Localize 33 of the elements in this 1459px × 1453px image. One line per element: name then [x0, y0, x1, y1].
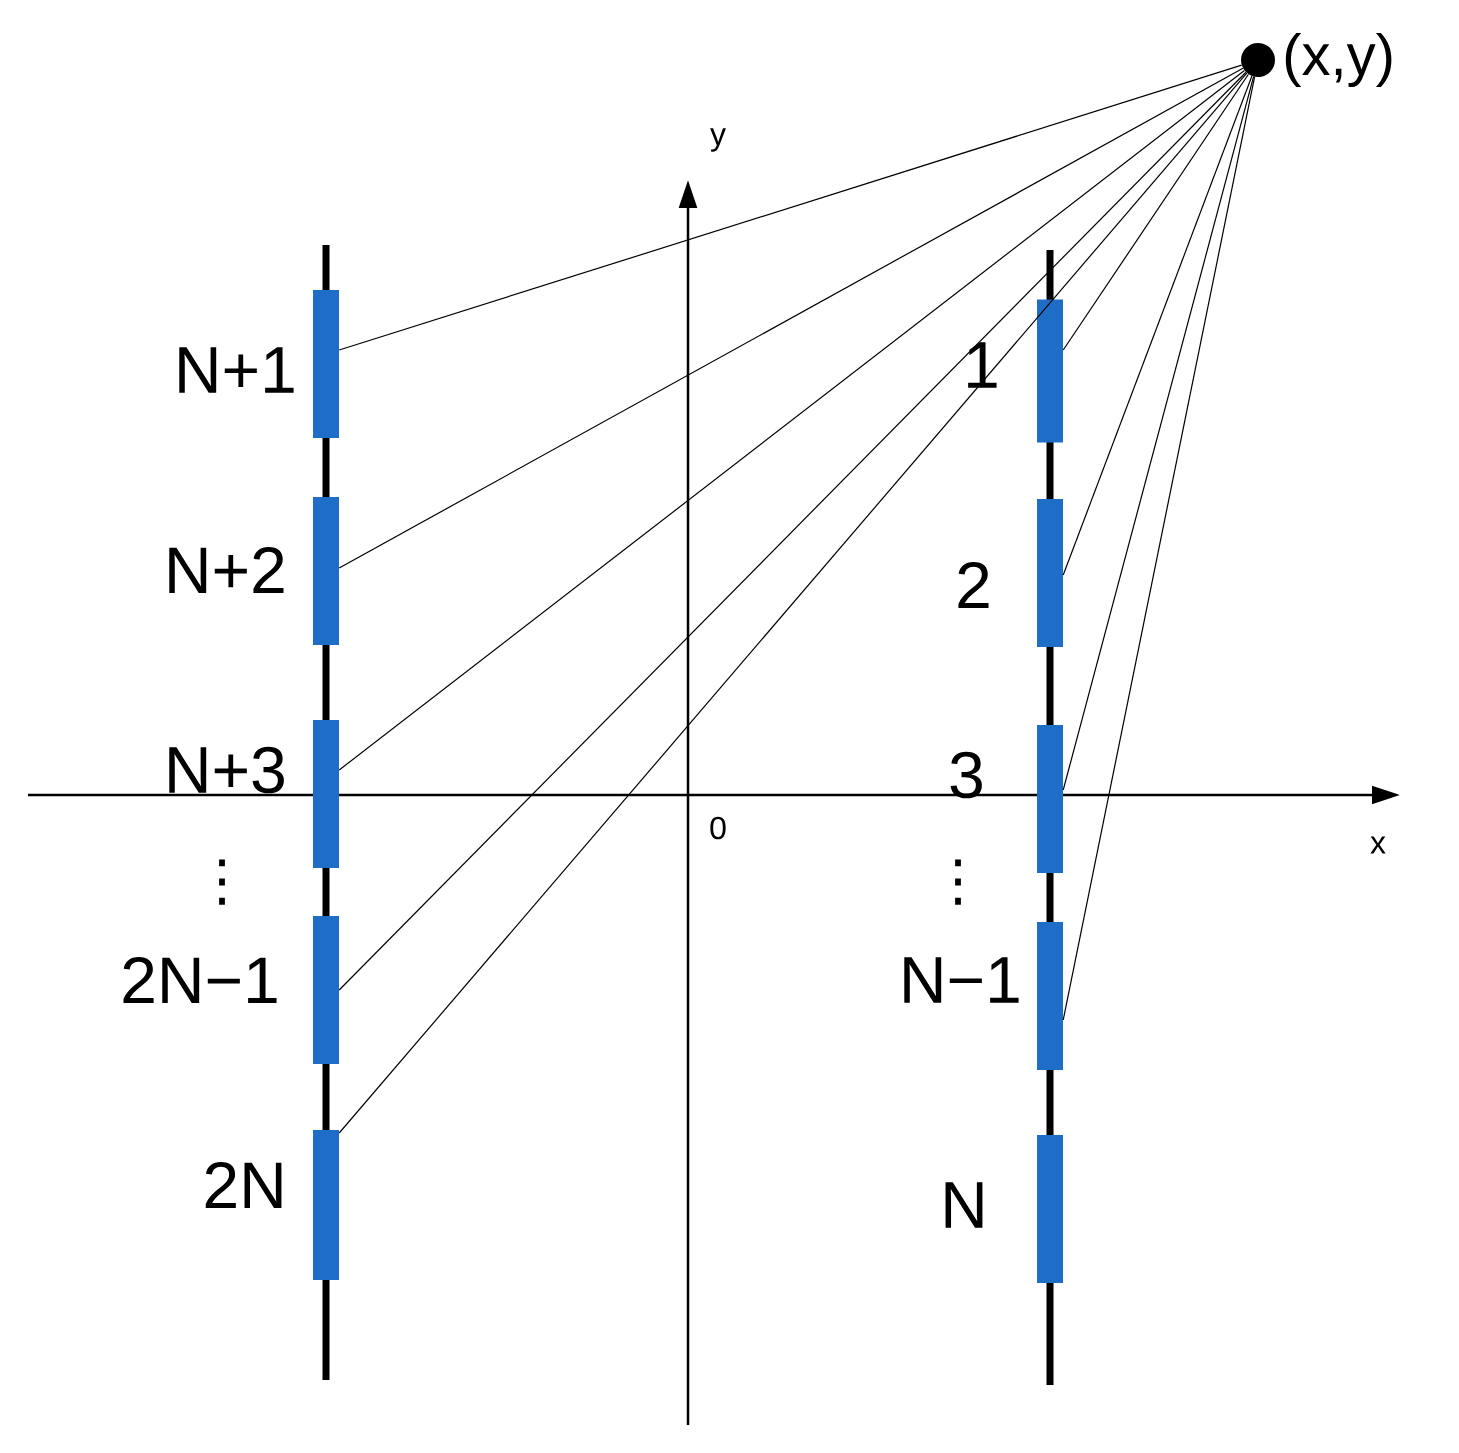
electrode-bar [1037, 725, 1063, 873]
connector-line [1062, 73, 1249, 351]
connector-line [1062, 75, 1253, 576]
ellipsis-dots: ⋮ [219, 859, 225, 905]
electrode-label: N+3 [169, 746, 284, 794]
electrode-bar [1037, 1135, 1063, 1283]
electrode-label: N−1 [904, 957, 1019, 1003]
electrode-label: 2 [958, 561, 989, 609]
point [1241, 43, 1275, 77]
electrode-bar [313, 497, 339, 645]
electrode-bar [1037, 922, 1063, 1070]
electrode-bar [1037, 299, 1063, 443]
connector-line [1062, 76, 1256, 1021]
electrode-label: N [945, 1182, 983, 1228]
connector-line [338, 67, 1244, 569]
electrode-bar [313, 1130, 339, 1280]
electrode-label: N+1 [179, 347, 294, 393]
electrode-bar [313, 290, 339, 438]
ellipsis-dots: ⋮ [955, 859, 961, 905]
electrode-bar [313, 916, 339, 1064]
electrode-bar [1037, 499, 1063, 647]
connector-line [338, 69, 1245, 771]
connector-line [338, 64, 1243, 351]
axis-label: y [710, 128, 726, 152]
origin-label: 0 [710, 816, 726, 840]
connector-line [1062, 76, 1255, 791]
electrode-label: 2N−1 [123, 956, 277, 1004]
electrode-label: 2N [205, 1161, 282, 1209]
axis-label: x [1370, 836, 1386, 854]
point-label: (x,y) [1285, 32, 1392, 87]
electrode-label: N+2 [169, 546, 284, 594]
electrode-label: 1 [968, 342, 997, 388]
electrode-bar [313, 720, 339, 868]
